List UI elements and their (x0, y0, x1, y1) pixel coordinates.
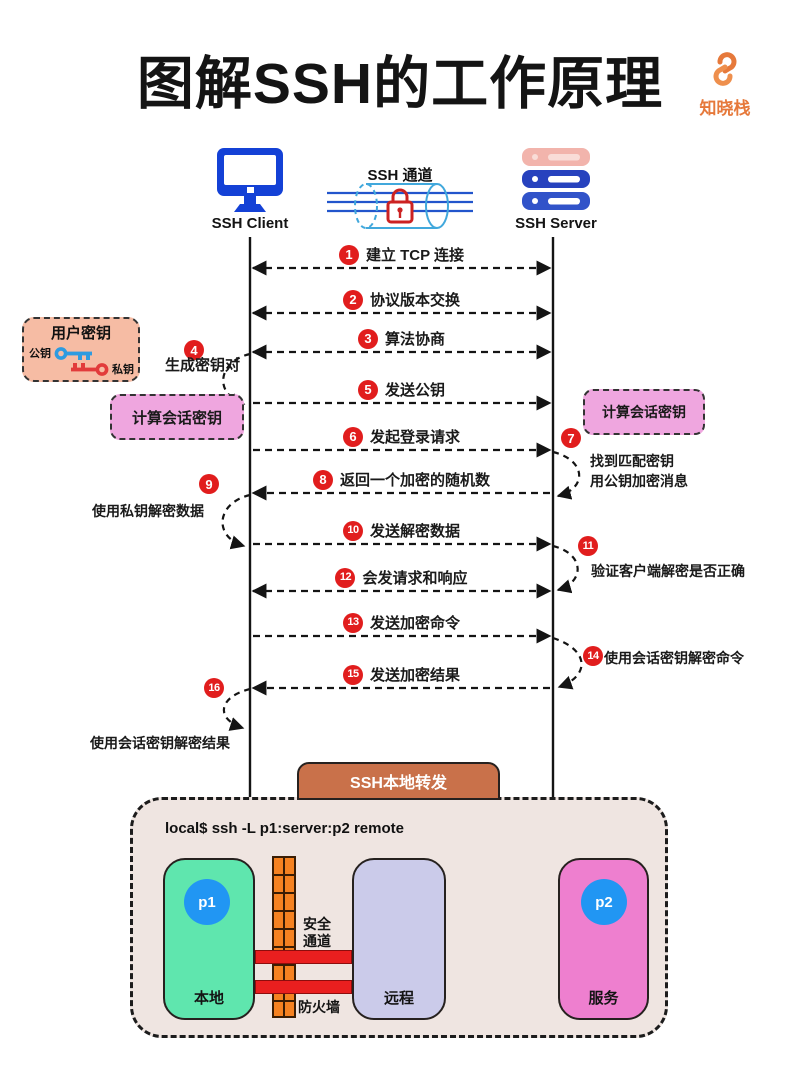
message-13: 13 发送加密命令 (250, 612, 553, 633)
step-badge-14: 14 (583, 646, 603, 666)
step-badge-13: 13 (342, 612, 363, 633)
port-p1: p1 (184, 879, 230, 925)
message-3-text: 算法协商 (384, 331, 445, 348)
logo-icon (713, 52, 737, 86)
message-10-text: 发送解密数据 (369, 523, 460, 540)
message-15: 15 发送加密结果 (250, 664, 553, 685)
session-key-box-server: 计算会话密钥 (583, 389, 705, 435)
tunnel-bar-bottom (255, 980, 352, 994)
message-12: 12 会发请求和响应 (250, 567, 553, 588)
message-1-text: 建立 TCP 连接 (365, 247, 465, 264)
step-badge-15: 15 (342, 664, 363, 685)
message-5: 5 发送公钥 (250, 379, 553, 400)
note-14-text: 使用会话密钥解密命令 (604, 650, 744, 666)
remote-node: 远程 (352, 858, 446, 1020)
loop-11 (552, 544, 579, 594)
tunnel-label: SSH 通道 (367, 167, 433, 184)
step-badge-6: 6 (342, 426, 363, 447)
step-badge-7: 7 (561, 428, 581, 448)
step-badge-1: 1 (338, 244, 359, 265)
step-badge-10: 10 (342, 520, 363, 541)
step-badge-11: 11 (578, 536, 598, 556)
step-badge-9: 9 (199, 474, 219, 494)
message-2: 2 协议版本交换 (250, 289, 553, 310)
server-icon (522, 148, 590, 210)
note-16-text: 使用会话密钥解密结果 (90, 735, 230, 751)
message-8: 8 返回一个加密的随机数 (250, 469, 553, 490)
message-10: 10 发送解密数据 (250, 520, 553, 541)
loop-14 (552, 636, 583, 690)
public-key-label: 公钥 (29, 348, 51, 360)
message-6-text: 发起登录请求 (369, 429, 460, 446)
firewall-label: 防火墙 (298, 999, 340, 1015)
tunnel-icon (327, 183, 473, 229)
page-title: 图解SSH的工作原理 (136, 52, 664, 116)
step-badge-2: 2 (342, 289, 363, 310)
private-key-icon (71, 362, 109, 376)
message-12-text: 会发请求和响应 (362, 570, 468, 587)
session-key-box-client: 计算会话密钥 (110, 394, 244, 440)
step-badge-16: 16 (204, 678, 224, 698)
server-label: SSH Server (515, 215, 597, 232)
message-3: 3 算法协商 (250, 328, 553, 349)
brand-name: 知晓栈 (699, 99, 751, 118)
step-badge-3: 3 (357, 328, 378, 349)
local-label: 本地 (193, 990, 224, 1007)
message-15-text: 发送加密结果 (369, 667, 460, 684)
forwarding-command: local$ ssh -L p1:server:p2 remote (165, 820, 404, 837)
note-7-line1: 找到匹配密钥 (590, 453, 674, 469)
brand-logo: 知晓栈 (683, 50, 767, 119)
user-key-box: 用户密钥 公钥 私钥 (22, 317, 140, 382)
message-8-text: 返回一个加密的随机数 (339, 472, 490, 489)
private-key-row: 私钥 (69, 361, 134, 377)
secure-channel-line2: 通道 (303, 933, 331, 949)
tunnel-bar-top (255, 950, 352, 964)
note-11-text: 验证客户端解密是否正确 (591, 563, 745, 579)
client-label: SSH Client (211, 215, 289, 232)
step-badge-5: 5 (357, 379, 378, 400)
note-4-text: 生成密钥对 (164, 357, 240, 374)
remote-label: 远程 (383, 990, 414, 1007)
secure-channel-line1: 安全 (303, 916, 331, 932)
loop-16 (222, 687, 251, 731)
public-key-icon (54, 346, 92, 360)
note-7-line2: 用公钥加密消息 (590, 473, 688, 489)
port-p2: p2 (581, 879, 627, 925)
user-key-title: 用户密钥 (50, 325, 111, 342)
step-badge-4: 4 (184, 340, 204, 360)
message-2-text: 协议版本交换 (369, 292, 460, 309)
step-badge-12: 12 (335, 567, 356, 588)
message-13-text: 发送加密命令 (369, 615, 460, 632)
forwarding-header: SSH本地转发 (297, 762, 500, 800)
secure-channel-label: 安全 通道 (303, 916, 331, 950)
note-9-text: 使用私钥解密数据 (92, 503, 204, 519)
service-label: 服务 (588, 990, 619, 1007)
step-badge-8: 8 (312, 469, 333, 490)
private-key-label: 私钥 (112, 364, 134, 376)
client-icon (217, 148, 283, 212)
message-1: 1 建立 TCP 连接 (250, 244, 553, 265)
message-6: 6 发起登录请求 (250, 426, 553, 447)
note-7-text: 找到匹配密钥 用公钥加密消息 (590, 451, 688, 491)
public-key-row: 公钥 (29, 345, 94, 361)
message-5-text: 发送公钥 (384, 382, 445, 399)
loop-7 (552, 450, 581, 500)
